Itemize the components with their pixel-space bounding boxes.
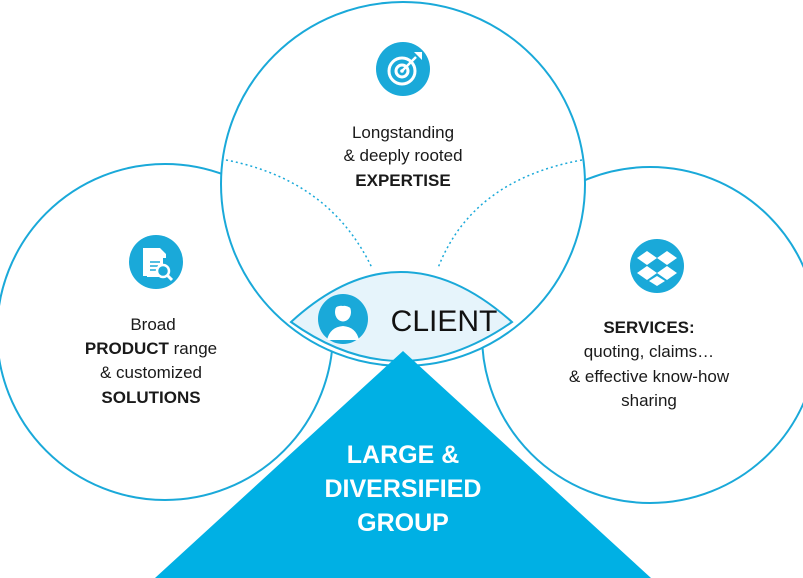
left-line-1: Broad [130,315,175,334]
right-line-1: SERVICES: [603,318,694,337]
left-dotted-arc [225,159,373,269]
left-line-2-bold: PRODUCT [85,339,170,358]
client-label: CLIENT [391,305,498,338]
top-line-3: EXPERTISE [355,171,450,190]
dropbox-icon [630,239,684,293]
right-line-4: sharing [621,391,677,410]
user-avatar-icon [318,294,368,344]
left-line-2: PRODUCT range [85,339,217,358]
left-line-2-rest: range [169,339,217,358]
top-line-2: & deeply rooted [343,146,462,165]
right-dotted-arc [437,159,583,269]
right-line-3: & effective know-how [569,367,730,386]
right-line-2: quoting, claims… [584,342,714,361]
group-triangle [155,351,651,578]
left-line-3: & customized [100,363,202,382]
triangle-line-3: GROUP [357,509,449,537]
document-search-icon [129,235,183,289]
top-line-1: Longstanding [352,123,454,142]
triangle-line-1: LARGE & [347,441,460,469]
triangle-line-2: DIVERSIFIED [325,475,482,503]
left-line-4: SOLUTIONS [101,388,200,407]
target-arrow-icon [376,42,430,96]
